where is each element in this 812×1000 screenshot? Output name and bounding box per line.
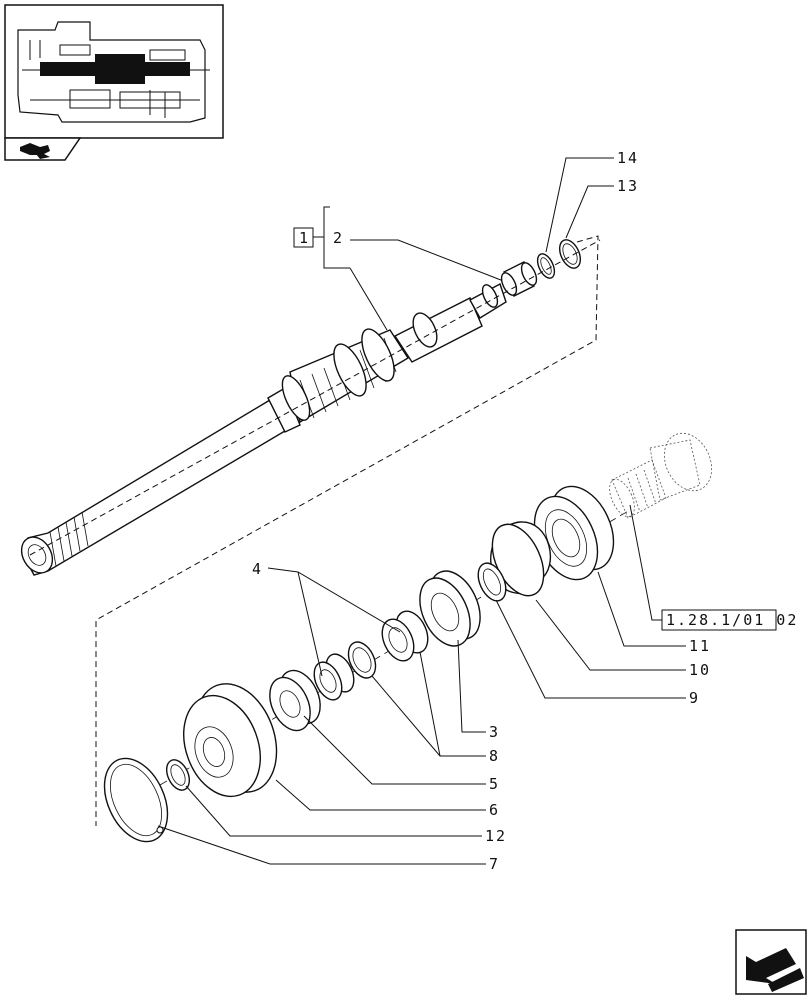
needle-bearing-4a [381,610,429,662]
spacer-8 [347,641,377,679]
cross-reference-label: 1.28.1/01 02 [666,611,798,629]
assembly-envelope [95,235,599,826]
callout-9: 9 [689,689,700,707]
callout-14: 14 [617,149,639,167]
snap-ring-12 [165,759,191,791]
callout-7: 7 [489,855,500,873]
reference-bracket: 1 2 [293,206,507,331]
callout-8: 8 [489,747,500,765]
snap-ring-14 [536,253,556,279]
callout-13: 13 [617,177,639,195]
ring-9 [477,562,507,602]
gear-3 [419,570,481,647]
main-shaft [20,282,507,576]
next-page-arrow-icon [746,948,804,992]
callout-4: 4 [252,560,263,578]
transmission-thumbnail-icon [17,21,210,123]
callout-3: 3 [489,723,500,741]
mating-splined-hub [609,432,713,519]
callout-12: 12 [485,827,507,845]
gearbox-section-icon [20,143,50,159]
callout-5: 5 [489,775,500,793]
gear-6 [183,683,278,798]
thumbnail-panel[interactable] [4,4,224,161]
gear-5 [269,669,321,732]
callout-11: 11 [689,637,711,655]
circlip-7 [103,757,169,843]
washer-13 [558,239,582,269]
cross-reference-box[interactable]: 1.28.1/01 02 [661,609,798,631]
next-page-button[interactable] [735,929,807,995]
callout-10: 10 [689,661,711,679]
needle-bearing-4b [313,653,355,701]
reference-box-label: 1 [299,229,310,247]
callout-6: 6 [489,801,500,819]
callout-2: 2 [333,229,344,247]
bearing-sleeve [500,261,538,297]
